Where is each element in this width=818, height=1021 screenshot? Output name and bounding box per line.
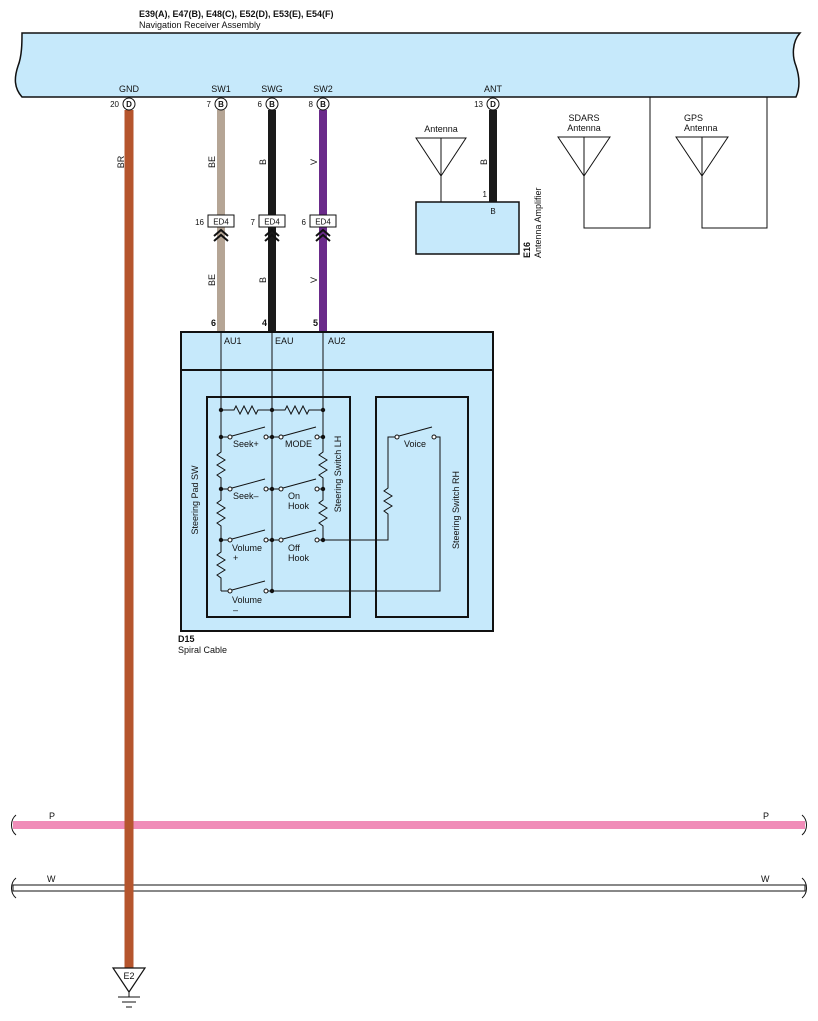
terminal-sw1-name: SW1 — [211, 84, 231, 94]
terminal-ant-pin: 13 — [474, 100, 483, 109]
spiral-cable-id: D15 — [178, 634, 195, 644]
junction-sw1-label: ED4 — [213, 218, 229, 227]
junction-sw2-pin: 6 — [302, 218, 307, 227]
switch-seek-plus: Seek+ — [233, 439, 259, 449]
antenna-amplifier-box — [415, 201, 520, 255]
switch-volume-plus-line1: Volume — [232, 543, 262, 553]
switch-circuit — [216, 332, 441, 594]
steering-switch-lh-box — [206, 396, 351, 618]
steering-switch-rh-title: Steering Switch RH — [451, 471, 461, 549]
bus-p-label-right: P — [763, 811, 769, 821]
junction-ed4-sw1: 16 ED4 — [195, 214, 235, 242]
wire-sw2-code-lower: V — [309, 277, 319, 283]
wire-swg-code-lower: B — [258, 277, 268, 283]
steering-pad-title: Steering Pad SW — [190, 465, 200, 535]
switch-off-hook-line1: Off — [288, 543, 300, 553]
terminal-gnd-pin: 20 — [110, 100, 119, 109]
connector-list: E39(A), E47(B), E48(C), E52(D), E53(E), … — [139, 9, 334, 19]
ground-label: E2 — [123, 971, 134, 981]
terminal-sw2-pin: 8 — [309, 100, 314, 109]
terminal-sw2-name: SW2 — [313, 84, 333, 94]
terminal-swg-name: SWG — [261, 84, 283, 94]
terminal-sw1: 7 B — [207, 97, 228, 111]
terminal-gnd: 20 D — [110, 97, 136, 111]
antenna-amp-pin-label: B — [490, 207, 495, 216]
bus-p: P P — [11, 811, 807, 836]
spiral-terminal-eau: EAU — [275, 336, 294, 346]
gps-label-line2: Antenna — [684, 123, 718, 133]
terminal-ant: 13 D — [474, 97, 500, 111]
wire-sw1-code-lower: BE — [207, 274, 217, 286]
sdars-label-line1: SDARS — [568, 113, 599, 123]
terminal-sw2-conn: B — [320, 100, 326, 109]
spiral-terminal-au1: AU1 — [224, 336, 242, 346]
wire-ant-code: B — [479, 159, 489, 165]
wire-gnd-code: BR — [116, 155, 126, 168]
wire-swg-code-upper: B — [258, 159, 268, 165]
spiral-pin-au1: 6 — [211, 318, 216, 328]
terminal-ant-conn: D — [490, 100, 496, 109]
sdars-antenna: SDARS Antenna — [557, 97, 651, 229]
bus-w-label-right: W — [761, 874, 770, 884]
sdars-label-line2: Antenna — [567, 123, 601, 133]
junction-sw2-label: ED4 — [315, 218, 331, 227]
terminal-sw2: 8 B — [309, 97, 330, 111]
spiral-pin-eau: 4 — [262, 318, 267, 328]
junction-ed4-swg: 7 ED4 — [251, 214, 286, 242]
gps-antenna: GPS Antenna — [675, 97, 768, 229]
wire-sw2-code-upper: V — [309, 159, 319, 165]
antenna-label: Antenna — [424, 124, 458, 134]
steering-switch-rh-box — [375, 396, 469, 618]
steering-switch-lh-title: Steering Switch LH — [333, 436, 343, 513]
terminal-swg-pin: 6 — [258, 100, 263, 109]
spiral-terminal-au2: AU2 — [328, 336, 346, 346]
bus-w-label-left: W — [47, 874, 56, 884]
terminal-gnd-name: GND — [119, 84, 140, 94]
terminal-sw1-conn: B — [218, 100, 224, 109]
assembly-name: Navigation Receiver Assembly — [139, 20, 261, 30]
switch-volume-minus-line2: – — [233, 605, 238, 615]
junction-ed4-sw2: 6 ED4 — [302, 214, 337, 242]
spiral-cable-name: Spiral Cable — [178, 645, 227, 655]
switch-volume-minus-line1: Volume — [232, 595, 262, 605]
terminal-swg: 6 B — [258, 97, 279, 111]
switch-volume-plus-line2: + — [233, 553, 238, 563]
terminal-swg-conn: B — [269, 100, 275, 109]
junction-swg-label: ED4 — [264, 218, 280, 227]
junction-swg-pin: 7 — [251, 218, 256, 227]
switch-mode: MODE — [285, 439, 312, 449]
bus-w: W W — [11, 874, 807, 899]
junction-sw1-pin: 16 — [195, 218, 204, 227]
antenna-amp-name: Antenna Amplifier — [533, 187, 543, 258]
gps-label-line1: GPS — [684, 113, 703, 123]
terminal-sw1-pin: 7 — [207, 100, 212, 109]
terminal-ant-name: ANT — [484, 84, 503, 94]
bus-p-label-left: P — [49, 811, 55, 821]
navigation-receiver-box — [14, 32, 802, 98]
terminal-gnd-conn: D — [126, 100, 132, 109]
switch-on-hook-line1: On — [288, 491, 300, 501]
spiral-cable-box — [180, 331, 494, 632]
antenna: Antenna — [415, 124, 467, 202]
ground-e2: E2 — [111, 967, 147, 1008]
switch-seek-minus: Seek– — [233, 491, 259, 501]
antenna-amp-id: E16 — [522, 242, 532, 258]
switch-off-hook-line2: Hook — [288, 553, 310, 563]
switch-voice: Voice — [404, 439, 426, 449]
switch-on-hook-line2: Hook — [288, 501, 310, 511]
wire-sw1-code-upper: BE — [207, 156, 217, 168]
antenna-amp-pin: 1 — [483, 190, 488, 199]
spiral-pin-au2: 5 — [313, 318, 318, 328]
